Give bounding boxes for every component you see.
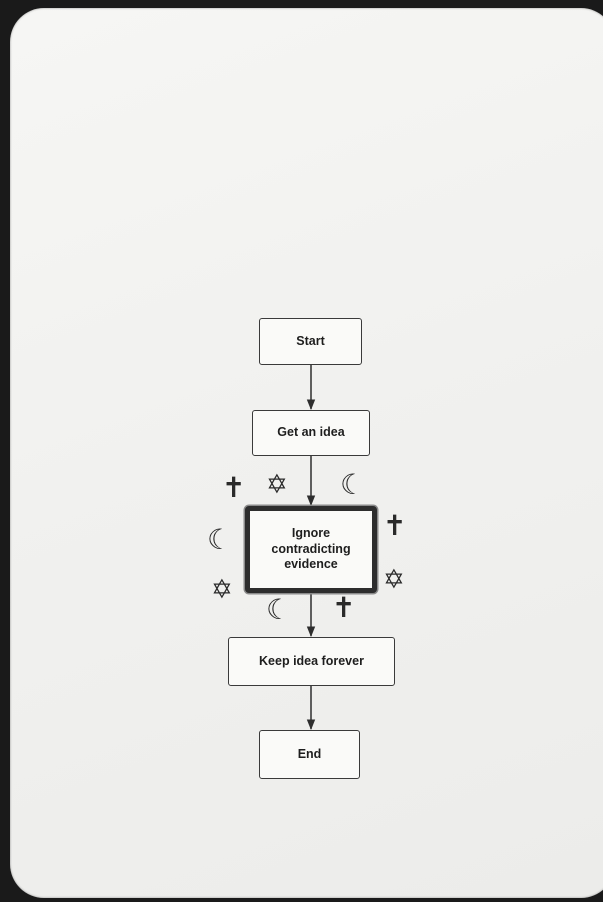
- star-of-david-icon: ✡: [266, 470, 288, 500]
- ignore-evidence-node-label: Ignore contradicting evidence: [271, 526, 351, 572]
- star-of-david-icon: ✡: [383, 565, 405, 595]
- cross-icon: ✝: [222, 471, 246, 504]
- keep-idea-node-label: Keep idea forever: [259, 653, 364, 668]
- get-idea-node-label: Get an idea: [277, 425, 345, 440]
- get-idea-node: Get an idea: [252, 410, 370, 456]
- crescent-icon: ☾: [207, 523, 233, 556]
- ignore-evidence-node: Ignore contradicting evidence: [245, 506, 377, 593]
- cross-icon: ✝: [332, 591, 356, 624]
- start-node-label: Start: [296, 333, 325, 348]
- end-node-label: End: [297, 746, 322, 761]
- start-node: Start: [259, 318, 362, 365]
- end-node: End: [259, 730, 360, 779]
- cross-icon: ✝: [383, 509, 407, 542]
- crescent-icon: ☾: [340, 468, 366, 501]
- crescent-icon: ☾: [266, 593, 292, 626]
- star-of-david-icon: ✡: [211, 575, 233, 605]
- keep-idea-node: Keep idea forever: [228, 637, 395, 686]
